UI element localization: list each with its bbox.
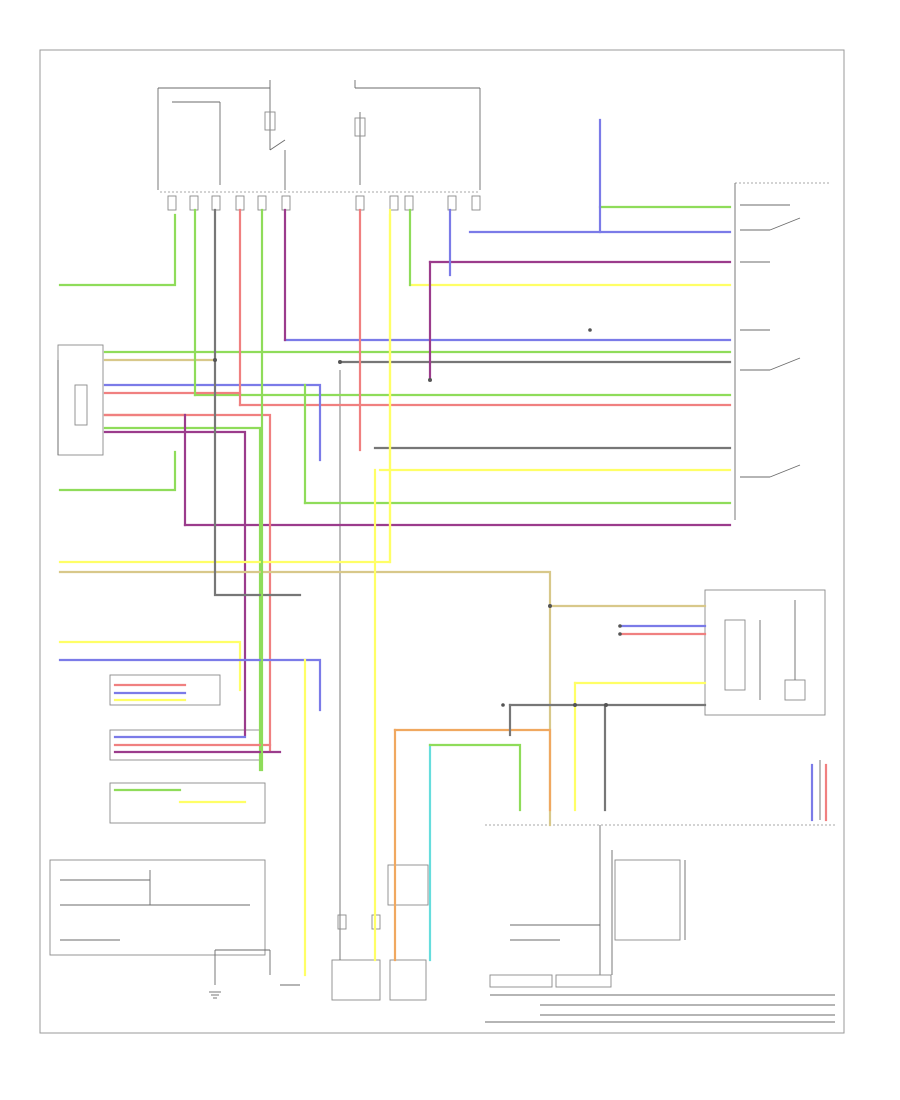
- bottom-right-module: [485, 760, 835, 1023]
- left-bottom-sensors: [60, 870, 300, 999]
- center-components: [331, 370, 429, 1001]
- diagram-frame: [39, 49, 845, 1034]
- left-connector-block: [49, 344, 266, 956]
- relay-icon: [704, 589, 826, 716]
- ground-icon: [209, 991, 221, 999]
- switch-module-top-right: [734, 182, 830, 520]
- splice-points: [213, 328, 622, 707]
- power-feed-section: [157, 80, 481, 211]
- wire-harness: [58, 118, 828, 977]
- connector-icon: [167, 195, 481, 211]
- switch-icon: [769, 217, 801, 231]
